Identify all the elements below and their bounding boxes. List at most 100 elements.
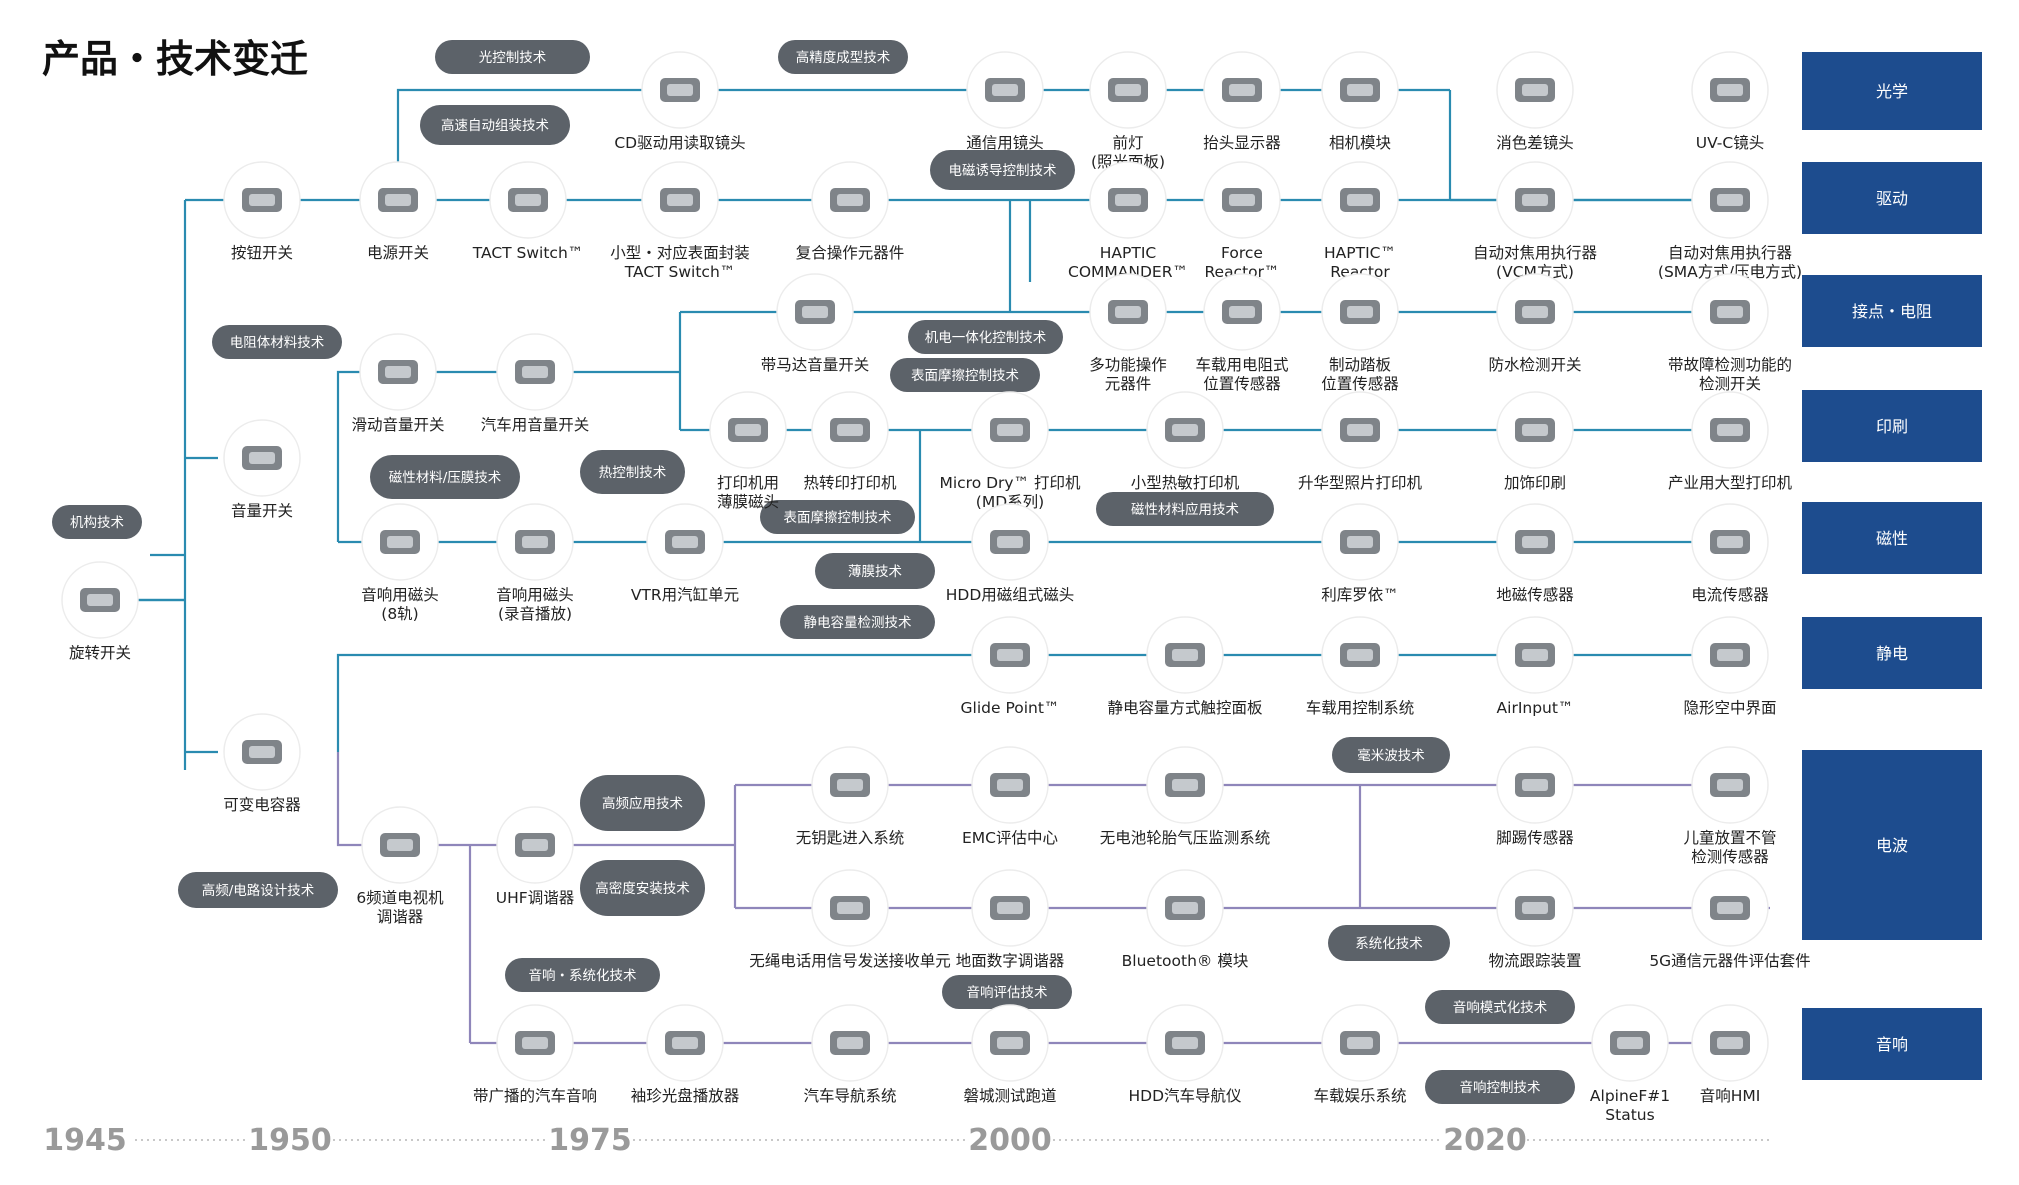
product-image-icon xyxy=(378,188,418,212)
tech-tag-12: 薄膜技术 xyxy=(815,553,935,589)
product-label: 产业用大型打印机 xyxy=(1668,474,1793,492)
product-image-icon xyxy=(728,418,768,442)
tech-tag-label: 毫米波技术 xyxy=(1357,747,1425,764)
product-label: 自动对焦用执行器(VCM方式) xyxy=(1473,244,1598,281)
product-image-icon xyxy=(1222,188,1262,212)
product-node-41: Glide Point™ xyxy=(961,616,1060,717)
product-label: 脚踢传感器 xyxy=(1496,829,1574,847)
product-image-icon xyxy=(1515,773,1555,797)
product-node-2: 前灯(照光面板) xyxy=(1089,51,1167,171)
product-label: 汽车导航系统 xyxy=(803,1087,896,1105)
product-label: 袖珍光盘播放器 xyxy=(631,1086,740,1105)
category-5: 静电 xyxy=(1802,617,1982,689)
product-image-icon xyxy=(1340,78,1380,102)
product-label: 5G通信元器件评估套件 xyxy=(1649,952,1810,970)
product-image-icon xyxy=(1710,188,1750,212)
product-image-icon xyxy=(830,1031,870,1055)
tech-tag-7: 磁性材料/压膜技术 xyxy=(370,455,520,499)
product-image-icon xyxy=(1340,643,1380,667)
product-label: 利库罗依™ xyxy=(1321,586,1399,604)
product-image-icon xyxy=(990,1031,1030,1055)
product-node-52: 6频道电视机调谐器 xyxy=(356,806,444,926)
product-label: 复合操作元器件 xyxy=(796,244,905,262)
tech-tag-5: 机电一体化控制技术 xyxy=(908,320,1063,354)
product-label: 带广播的汽车音响 xyxy=(473,1087,597,1105)
tech-tag-label: 热控制技术 xyxy=(599,465,667,481)
product-image-icon xyxy=(990,643,1030,667)
page-title: 产品・技术变迁 xyxy=(42,37,308,81)
product-label: 无钥匙进入系统 xyxy=(796,829,905,847)
year-label: 1950 xyxy=(248,1123,332,1158)
product-image-icon xyxy=(1340,188,1380,212)
product-node-22: 带故障检测功能的检测开关 xyxy=(1668,273,1792,393)
product-node-17: 带马达音量开关 xyxy=(761,273,869,374)
tech-tags: 光控制技术高精度成型技术高速自动组装技术电磁诱导控制技术电阻体材料技术机电一体化… xyxy=(52,40,1575,1104)
product-node-29: 小型热敏打印机 xyxy=(1131,391,1240,492)
product-image-icon xyxy=(378,360,418,384)
product-label: 音量开关 xyxy=(231,502,293,520)
product-node-57: 物流跟踪装置 xyxy=(1488,869,1582,970)
tech-tag-label: 高密度安装技术 xyxy=(595,880,690,897)
product-image-icon xyxy=(830,773,870,797)
product-image-icon xyxy=(830,896,870,920)
product-image-icon xyxy=(1710,418,1750,442)
product-node-15: 自动对焦用执行器(VCM方式) xyxy=(1473,161,1598,281)
product-image-icon xyxy=(665,530,705,554)
product-label: Bluetooth® 模块 xyxy=(1122,952,1249,970)
year-label: 2020 xyxy=(1443,1123,1527,1158)
product-label: Glide Point™ xyxy=(961,699,1060,717)
tech-tag-label: 音响模式化技术 xyxy=(1453,999,1548,1016)
product-label: 可变电容器 xyxy=(223,796,301,814)
product-node-32: 产业用大型打印机 xyxy=(1668,391,1793,492)
tech-tag-8: 热控制技术 xyxy=(580,450,685,494)
tech-tag-label: 高频/电路设计技术 xyxy=(202,882,315,899)
product-node-54: 无绳电话用信号发送接收单元 xyxy=(749,869,951,970)
tech-tag-3: 电磁诱导控制技术 xyxy=(930,150,1075,190)
category-label: 静电 xyxy=(1876,644,1908,663)
product-node-30: 升华型照片打印机 xyxy=(1298,391,1422,492)
product-nodes: CD驱动用读取镜头通信用镜头前灯(照光面板)抬头显示器相机模块消色差镜头UV-C… xyxy=(61,51,1811,1124)
product-image-icon xyxy=(1165,1031,1205,1055)
year-label: 2000 xyxy=(968,1123,1052,1158)
product-label: 车载娱乐系统 xyxy=(1313,1087,1406,1105)
tech-tag-20: 音响评估技术 xyxy=(942,975,1072,1009)
product-label: 地磁传感器 xyxy=(1496,586,1574,604)
tech-tag-17: 高频/电路设计技术 xyxy=(178,872,338,908)
tech-tag-label: 系统化技术 xyxy=(1355,936,1423,952)
product-label: 地面数字调谐器 xyxy=(956,952,1065,970)
category-7: 音响 xyxy=(1802,1008,1982,1080)
tech-tag-4: 电阻体材料技术 xyxy=(212,325,342,359)
tech-tag-label: 磁性材料应用技术 xyxy=(1131,501,1239,518)
product-image-icon xyxy=(1340,418,1380,442)
product-node-66: 音响HMI xyxy=(1691,1004,1769,1105)
product-label: 制动踏板位置传感器 xyxy=(1321,356,1399,393)
product-image-icon xyxy=(380,833,420,857)
tech-tag-9: 表面摩擦控制技术 xyxy=(760,500,915,534)
product-node-59: 带广播的汽车音响 xyxy=(473,1004,597,1105)
category-4: 磁性 xyxy=(1802,502,1982,574)
product-node-42: 静电容量方式触控面板 xyxy=(1107,616,1263,717)
product-label: HDD汽车导航仪 xyxy=(1128,1087,1241,1105)
tech-tag-label: 高速自动组装技术 xyxy=(441,117,549,134)
product-label: 滑动音量开关 xyxy=(351,416,444,434)
product-node-16: 自动对焦用执行器(SMA方式/压电方式) xyxy=(1658,161,1802,281)
tech-tag-15: 高频应用技术 xyxy=(580,775,705,831)
product-label: CD驱动用读取镜头 xyxy=(614,133,745,152)
product-label: VTR用汽缸单元 xyxy=(631,585,739,604)
tech-tag-16: 高密度安装技术 xyxy=(580,860,705,916)
product-label: 电源开关 xyxy=(367,244,429,262)
product-node-58: 5G通信元器件评估套件 xyxy=(1649,869,1811,970)
product-label: 6频道电视机调谐器 xyxy=(356,889,444,926)
product-node-33: 音响用磁头(8轨) xyxy=(361,503,439,623)
product-image-icon xyxy=(1222,300,1262,324)
tech-tag-19: 音响・系统化技术 xyxy=(505,958,660,992)
product-image-icon xyxy=(660,188,700,212)
product-node-55: 地面数字调谐器 xyxy=(956,869,1065,970)
product-label: 物流跟踪装置 xyxy=(1488,952,1581,970)
product-node-25: 音量开关 xyxy=(223,419,301,520)
product-image-icon xyxy=(380,530,420,554)
product-label: 自动对焦用执行器(SMA方式/压电方式) xyxy=(1658,244,1802,281)
